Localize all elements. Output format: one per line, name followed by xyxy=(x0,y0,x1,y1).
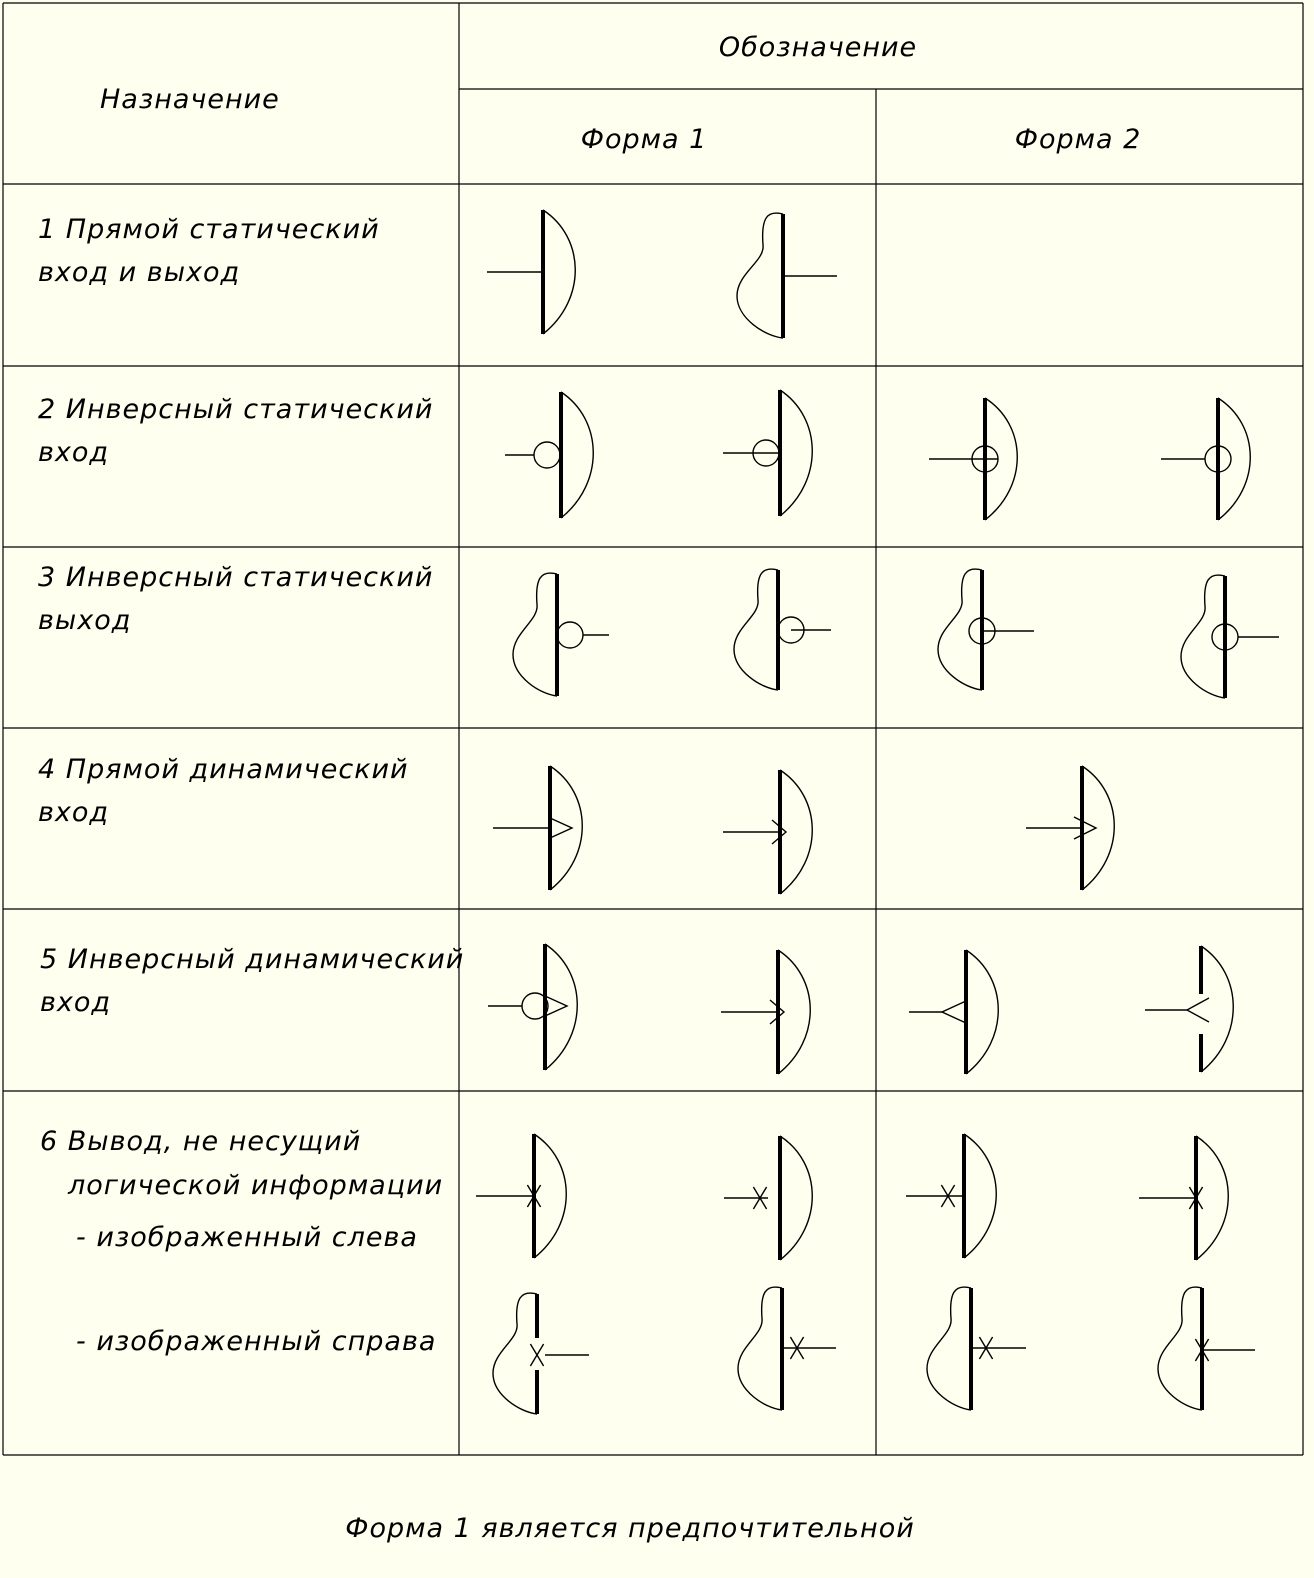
row6-label-line1: 6 Вывод, не несущий xyxy=(40,1126,362,1157)
row3-label-line1: 3 Инверсный статический xyxy=(38,562,434,593)
row5-form2-symbol-b xyxy=(1145,945,1234,1073)
row6-label-line3: - изображенный слева xyxy=(76,1222,418,1253)
symbol-outline xyxy=(544,943,578,1071)
row4-form2-symbol xyxy=(1026,765,1115,891)
no-logic-mark xyxy=(526,1184,542,1208)
row4-form1-symbol-b xyxy=(723,769,813,895)
row6-label-line2: логической информации xyxy=(68,1170,444,1201)
symbol-outline xyxy=(937,568,983,691)
form2-header: Форма 2 xyxy=(1014,124,1142,155)
row2-form1-symbol-a xyxy=(505,391,594,519)
symbol-outline xyxy=(1157,1286,1203,1411)
symbol-outline xyxy=(1195,1135,1229,1261)
inversion-circle xyxy=(533,441,561,469)
symbol-outline xyxy=(779,769,813,895)
symbol-outline xyxy=(1217,397,1251,521)
row5-label-line1: 5 Инверсный динамический xyxy=(40,944,465,975)
dynamic-marker xyxy=(771,819,788,845)
symbol-outline xyxy=(965,949,999,1075)
row5-label-line2: вход xyxy=(40,987,112,1018)
row4-form1-symbol-a xyxy=(493,765,583,891)
symbol-outline xyxy=(1180,574,1226,699)
dynamic-marker xyxy=(1073,816,1098,840)
symbol-outline xyxy=(1081,765,1115,891)
row6-form2-symbol-c xyxy=(926,1286,1026,1411)
row6-form1-symbol-a xyxy=(476,1133,567,1259)
row1-label-line2: вход и выход xyxy=(38,257,241,288)
row2-label-line2: вход xyxy=(38,437,110,468)
row5-form1-symbol-a xyxy=(488,943,578,1071)
symbol-outline xyxy=(737,1286,783,1411)
dynamic-marker xyxy=(549,817,574,839)
symbol-outline xyxy=(736,212,784,339)
dynamic-marker xyxy=(544,995,569,1017)
designation-header: Обозначение xyxy=(718,32,918,63)
row5-form1-symbol-b xyxy=(721,949,811,1075)
symbol-layer xyxy=(476,209,1279,1415)
symbol-outline xyxy=(1200,945,1234,1073)
row2-label-line1: 2 Инверсный статический xyxy=(38,394,434,425)
inversion-circle xyxy=(556,621,584,649)
form1-header: Форма 1 xyxy=(580,124,708,155)
footer-note: Форма 1 является предпочтительной xyxy=(345,1513,915,1544)
row3-label-line2: выход xyxy=(38,605,132,636)
no-logic-mark xyxy=(1188,1186,1204,1210)
symbol-outline xyxy=(542,209,576,335)
no-logic-mark xyxy=(940,1184,956,1208)
row3-form2-symbol-b xyxy=(1180,574,1279,699)
no-logic-mark xyxy=(978,1336,994,1360)
dynamic-marker xyxy=(769,999,786,1025)
row6-form1-symbol-c xyxy=(492,1292,589,1415)
row3-form2-symbol-a xyxy=(937,568,1034,691)
row1-form1-symbol-a xyxy=(487,209,576,335)
row6-form2-symbol-d xyxy=(1157,1286,1255,1411)
row1-form1-symbol-b xyxy=(736,212,837,339)
row5-form2-symbol-a xyxy=(909,949,999,1075)
row6-form2-symbol-b xyxy=(1139,1135,1229,1261)
row6-form1-symbol-b xyxy=(724,1135,813,1261)
symbol-outline xyxy=(733,568,779,691)
row3-form1-symbol-b xyxy=(733,568,831,691)
no-logic-mark xyxy=(752,1186,768,1210)
symbol-outline xyxy=(779,389,813,517)
row4-label-line2: вход xyxy=(38,797,110,828)
symbol-outline xyxy=(984,397,1018,521)
no-logic-mark xyxy=(529,1343,545,1367)
symbol-outline xyxy=(777,949,811,1075)
row2-form2-symbol-a xyxy=(929,397,1018,521)
symbol-outline xyxy=(560,391,594,519)
dynamic-marker xyxy=(940,1000,967,1024)
symbol-outline xyxy=(549,765,583,891)
row1-label-line1: 1 Прямой статический xyxy=(38,214,380,245)
symbol-outline xyxy=(512,572,558,697)
row6-label-line4: - изображенный справа xyxy=(76,1326,437,1357)
row3-form1-symbol-a xyxy=(512,572,609,697)
dynamic-marker xyxy=(1185,997,1210,1023)
symbol-outline xyxy=(492,1292,538,1415)
no-logic-mark xyxy=(1194,1338,1210,1362)
no-logic-mark xyxy=(789,1336,805,1360)
row6-form1-symbol-d xyxy=(737,1286,836,1411)
row4-label-line1: 4 Прямой динамический xyxy=(38,754,409,785)
symbol-outline xyxy=(533,1133,567,1259)
row2-form2-symbol-b xyxy=(1161,397,1251,521)
symbol-outline xyxy=(963,1133,997,1259)
symbol-outline xyxy=(779,1135,813,1261)
purpose-header: Назначение xyxy=(100,84,280,115)
row2-form1-symbol-b xyxy=(723,389,813,517)
row6-form2-symbol-a xyxy=(906,1133,997,1259)
table-grid xyxy=(2,2,1304,1456)
symbol-outline xyxy=(926,1286,972,1411)
